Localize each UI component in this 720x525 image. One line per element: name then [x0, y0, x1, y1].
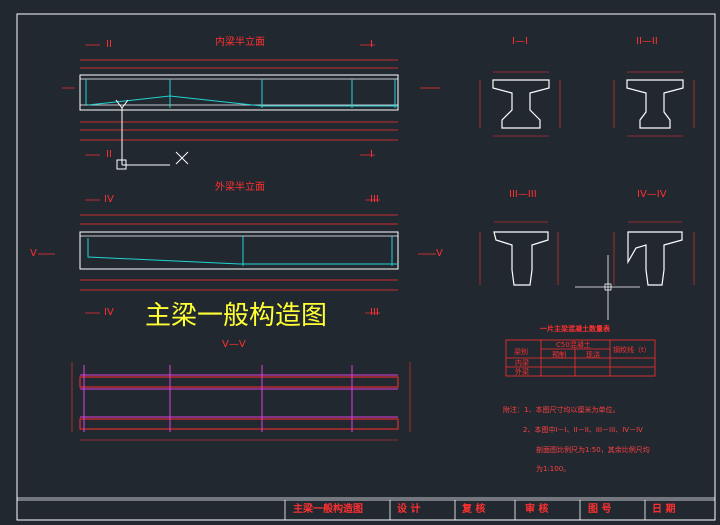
cut-mark-ii-bottom: II — [106, 149, 112, 160]
drawing-frame — [16, 13, 716, 521]
cut-mark-iv-bottom: IV — [104, 307, 114, 318]
crosshair-cursor — [575, 255, 640, 320]
drawing-main-title: 主梁一般构造图 — [145, 301, 328, 331]
cut-mark-v-right: V — [436, 248, 443, 259]
cut-mark-i-bottom: I — [370, 149, 373, 160]
table-col-steel: 钢绞线（t） — [613, 346, 651, 354]
section-iii-iii — [479, 221, 559, 286]
title-block-drawing-name: 主梁一般构造图 — [293, 504, 363, 515]
table-col-precast: 预制 — [552, 351, 566, 359]
title-block-audit: 审 核 — [525, 504, 549, 515]
inner-beam-view-title: 内梁半立面 — [215, 37, 265, 48]
section-ii-ii — [613, 71, 695, 137]
cut-mark-iii-bottom: III — [370, 307, 379, 318]
cut-mark-iv-top: IV — [104, 194, 114, 205]
ucs-icon — [115, 99, 189, 170]
title-block-date: 日 期 — [652, 504, 676, 515]
title-block-drawing-no: 图 号 — [588, 504, 612, 515]
note-line-4: 为1:100。 — [536, 465, 571, 473]
title-block-review: 复 核 — [462, 504, 486, 515]
section-ii-label: II—II — [636, 36, 658, 47]
table-col-grade: C50混凝土 — [556, 341, 591, 349]
plan-view-title: V—V — [222, 339, 246, 350]
section-iv-iv — [613, 221, 695, 286]
table-title: 一片主梁混凝土数量表 — [540, 325, 610, 333]
section-i-i — [479, 71, 561, 137]
inner-beam-elevation — [62, 44, 440, 156]
title-block-lines — [17, 497, 715, 520]
outer-beam-view-title: 外梁半立面 — [215, 182, 265, 193]
cut-mark-ii-top: II — [106, 39, 112, 50]
table-row-outer: 外梁 — [515, 368, 529, 376]
table-col-castinplace: 现浇 — [586, 351, 600, 359]
outer-beam-elevation — [38, 199, 436, 314]
plan-view-v — [71, 362, 411, 441]
note-line-1: 附注：1、本图尺寸均以厘米为单位。 — [503, 406, 620, 414]
section-i-label: I—I — [512, 36, 528, 47]
table-row-inner: 内梁 — [515, 359, 529, 367]
note-line-3: 剖面图比例尺为1:50，其余比例尺均 — [536, 446, 650, 454]
section-iv-label: IV—IV — [637, 189, 667, 200]
title-block-design: 设 计 — [397, 504, 421, 515]
section-iii-label: III—III — [509, 189, 537, 200]
quantity-table-grid — [505, 339, 656, 377]
table-row-header: 梁别 — [514, 348, 528, 356]
note-line-2: 2、本图中I－I、II－II、III－III、IV－IV — [523, 426, 643, 434]
cut-mark-i-top: I — [370, 39, 373, 50]
cut-mark-v-left: V — [30, 248, 37, 259]
cut-mark-iii-top: III — [370, 194, 379, 205]
